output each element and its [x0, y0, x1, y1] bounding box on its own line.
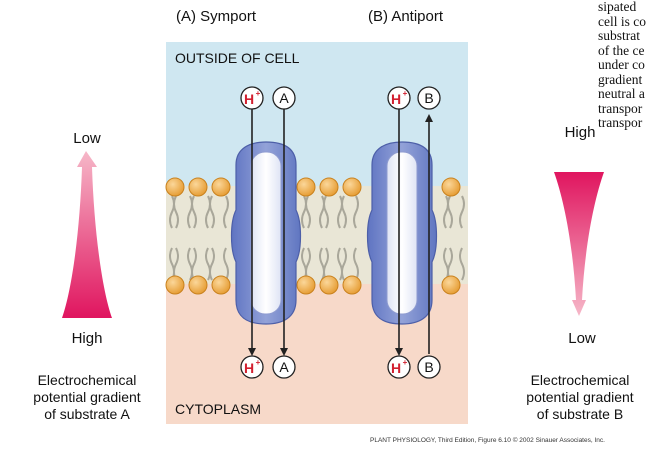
caption-line: of substrate A — [44, 406, 130, 422]
proton-charge: + — [403, 358, 408, 367]
antiport-panel-title: (B) Antiport — [368, 8, 444, 25]
gradient-b-arrow — [554, 172, 604, 316]
caption-line: potential gradient — [526, 389, 634, 405]
proton-charge: + — [403, 89, 408, 98]
substrate-b-symbol: B — [424, 90, 433, 106]
symport-top-ions: H + A — [240, 86, 296, 110]
gradient-b-caption: Electrochemical potential gradient of su… — [505, 372, 655, 423]
proton-symbol: H — [244, 360, 254, 376]
substrate-b-circle — [417, 355, 441, 379]
proton-symbol: H — [391, 91, 401, 107]
cytoplasm-label: CYTOPLASM — [175, 401, 261, 417]
substrate-b-circle — [417, 86, 441, 110]
gradient-a-arrow — [62, 151, 112, 318]
gradient-a-top-label: Low — [73, 130, 101, 147]
side-text-line: gradient — [598, 71, 643, 87]
side-text-line: under co — [598, 57, 645, 72]
antiport-bottom-ions: H + B — [387, 355, 441, 379]
caption-line: of substrate B — [536, 406, 624, 422]
caption-line: potential gradient — [33, 389, 141, 405]
symport-panel-title: (A) Symport — [176, 8, 257, 25]
substrate-a-circle — [272, 86, 296, 110]
side-text-line: cell is co — [598, 13, 646, 29]
gradient-b-top-label: High — [564, 124, 596, 141]
antiport-carrier-protein — [366, 141, 438, 325]
gradient-b-bottom-label: Low — [568, 330, 596, 347]
antiport-top-ions: H + B — [387, 86, 441, 110]
substrate-a-symbol: A — [279, 90, 289, 106]
gradient-a-caption: Electrochemical potential gradient of su… — [12, 372, 162, 423]
side-text-line: sipated — [598, 0, 637, 14]
lipid-heads-inner — [165, 275, 461, 295]
side-text-line: transpor — [598, 115, 643, 130]
side-text-line: substrat — [598, 28, 640, 43]
side-text-line: neutral a — [598, 86, 645, 101]
proton-charge: + — [256, 358, 261, 367]
proton-circle — [387, 86, 411, 110]
figure-credit: PLANT PHYSIOLOGY, Third Edition, Figure … — [370, 437, 605, 444]
proton-symbol: H — [391, 360, 401, 376]
proton-charge: + — [256, 89, 261, 98]
lipid-heads-outer — [165, 177, 461, 197]
symport-bottom-ions: H + A — [240, 355, 296, 379]
substrate-a-circle — [272, 355, 296, 379]
proton-circle — [387, 355, 411, 379]
proton-circle — [240, 86, 264, 110]
side-text-column: sipated cell is co substrat of the ce un… — [598, 0, 672, 131]
lipid-tails — [169, 195, 465, 281]
caption-line: Electrochemical — [530, 372, 630, 388]
side-text-line: of the ce — [598, 42, 645, 58]
proton-circle — [240, 355, 264, 379]
gradient-a-bottom-label: High — [71, 330, 103, 347]
outside-cell-label: OUTSIDE OF CELL — [175, 50, 300, 66]
substrate-b-symbol: B — [424, 359, 433, 375]
symport-carrier-protein — [230, 141, 302, 325]
substrate-a-symbol: A — [279, 359, 289, 375]
caption-line: Electrochemical — [37, 372, 137, 388]
side-text-line: transpor — [598, 100, 643, 116]
proton-symbol: H — [244, 91, 254, 107]
